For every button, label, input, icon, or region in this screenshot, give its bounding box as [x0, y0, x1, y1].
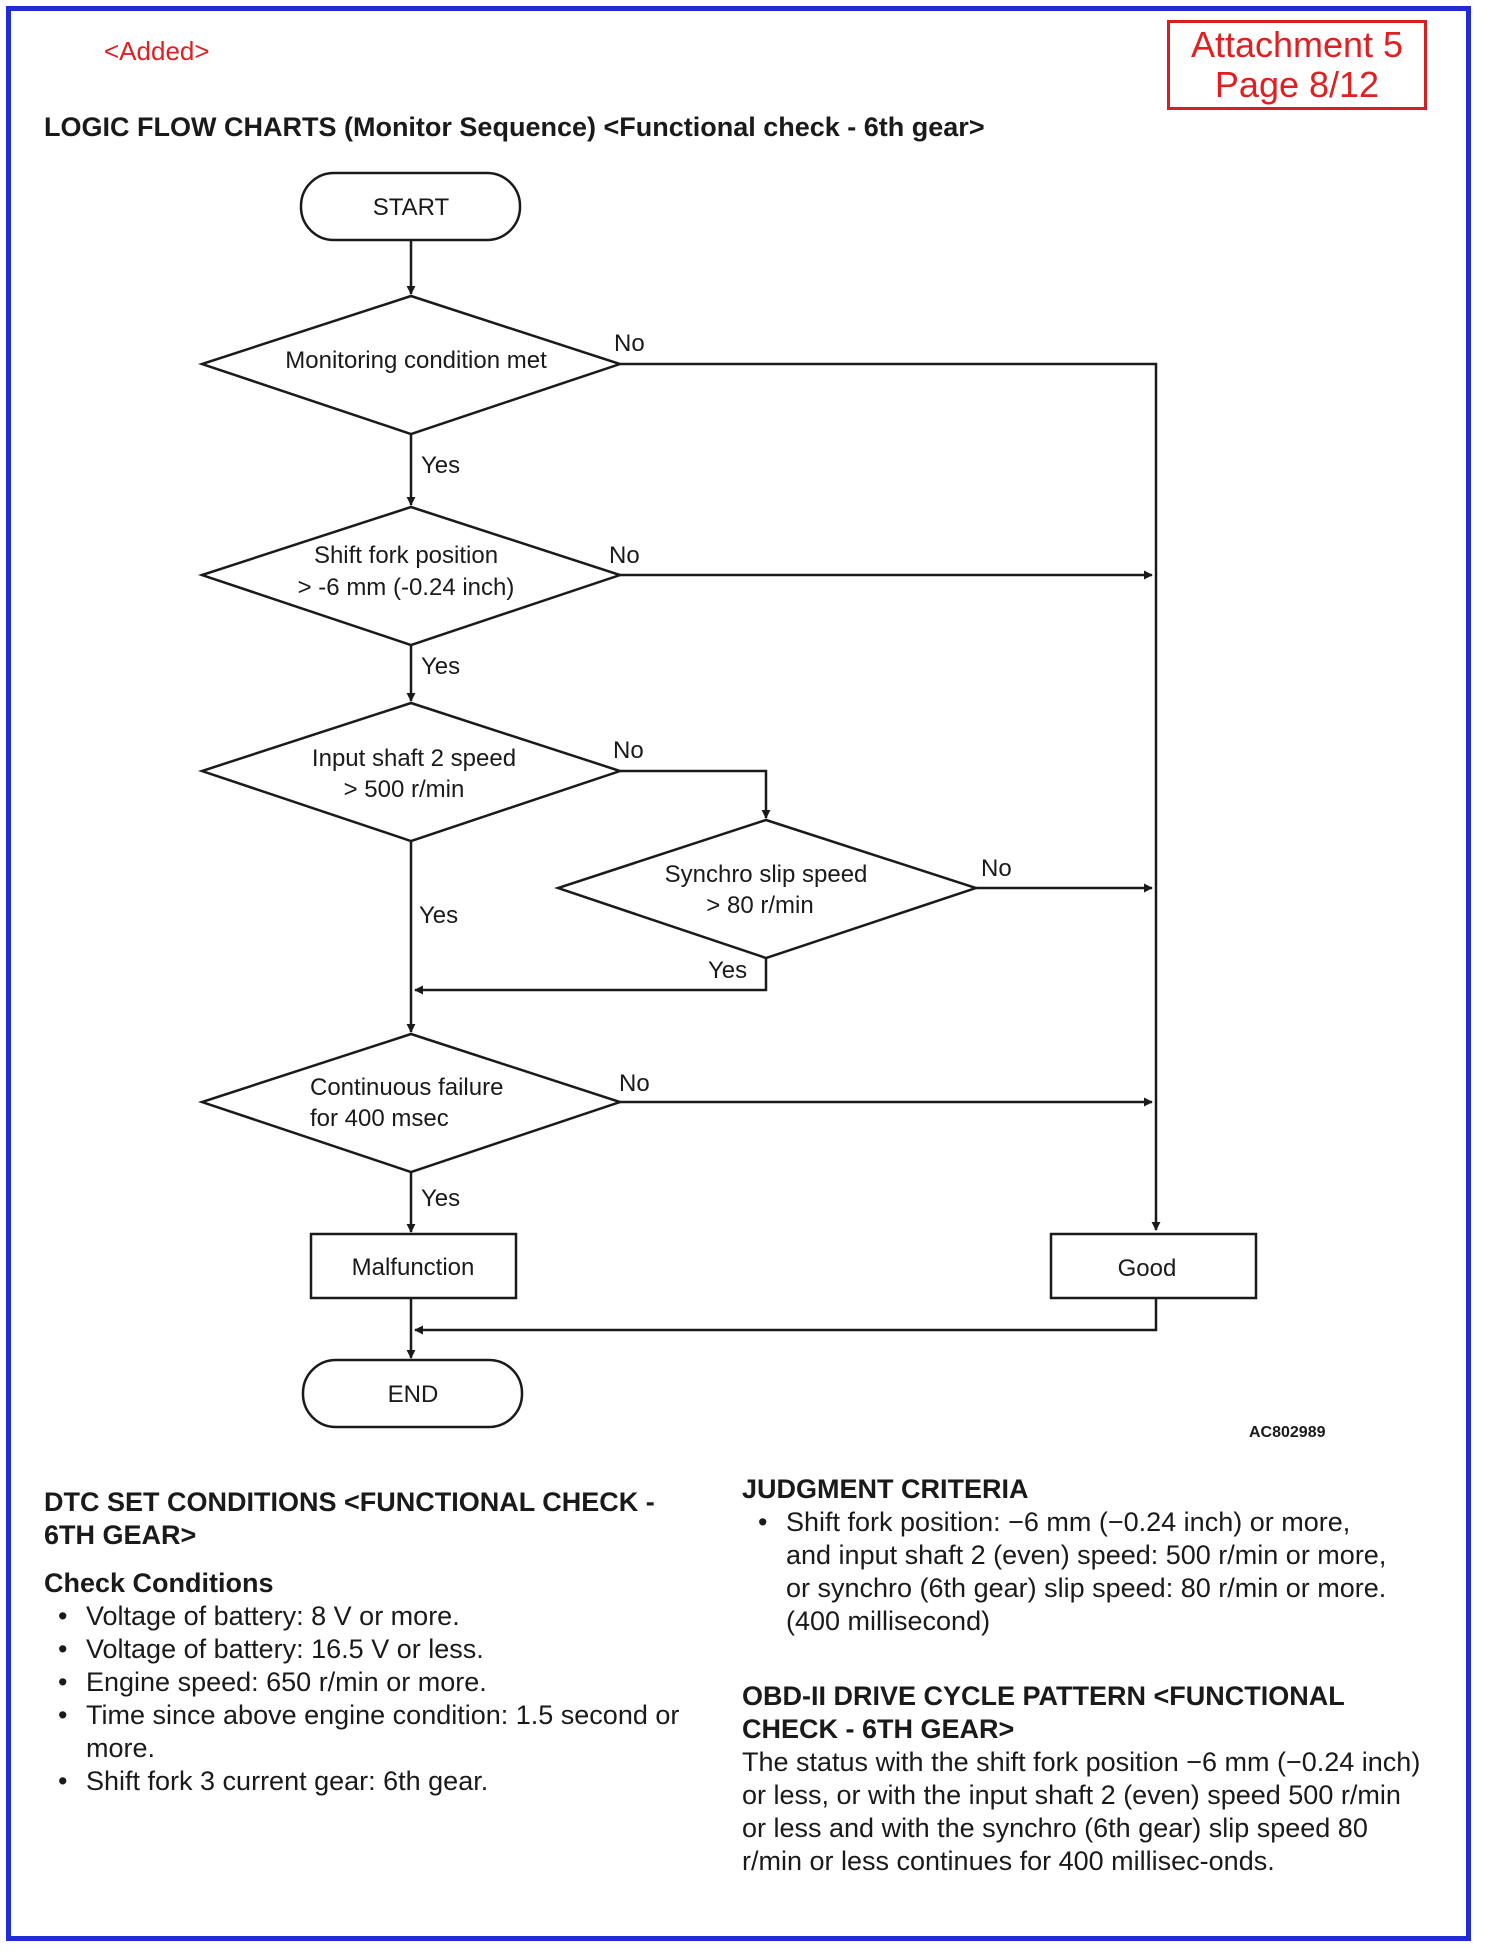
attachment-box: Attachment 5 Page 8/12 — [1167, 20, 1427, 110]
decision-1-text: Monitoring condition met — [285, 347, 547, 374]
no-label-d2: No — [609, 542, 640, 569]
check-conditions-list: Voltage of battery: 8 V or more. Voltage… — [44, 1600, 724, 1798]
judgment-section: JUDGMENT CRITERIA Shift fork position: −… — [742, 1473, 1402, 1638]
connector-d1-good — [620, 362, 1161, 1231]
end-label: END — [388, 1381, 439, 1408]
good-label: Good — [1118, 1255, 1177, 1282]
list-item: Voltage of battery: 8 V or more. — [44, 1600, 724, 1633]
decision-5-text-line2: for 400 msec — [310, 1105, 449, 1132]
decision-2-text-line2: > -6 mm (-0.24 inch) — [298, 574, 515, 601]
obd-heading-line2: CHECK - 6TH GEAR> — [742, 1714, 1015, 1744]
decision-3-text-line1: Input shaft 2 speed — [312, 745, 516, 772]
obd-text: The status with the shift fork position … — [742, 1747, 1421, 1876]
good-box — [1049, 1232, 1258, 1300]
decision-shift-fork-position — [198, 505, 624, 647]
yes-label-d5: Yes — [421, 1185, 460, 1212]
attachment-label: Attachment 5 — [1190, 24, 1404, 65]
decision-continuous-failure — [198, 1032, 624, 1174]
page-label: Page 8/12 — [1214, 64, 1380, 105]
judgment-heading: JUDGMENT CRITERIA — [742, 1474, 1029, 1504]
flowchart-title: LOGIC FLOW CHARTS (Monitor Sequence) <Fu… — [44, 112, 985, 142]
no-label-d3: No — [613, 737, 644, 764]
list-item: Shift fork 3 current gear: 6th gear. — [44, 1765, 724, 1798]
decision-synchro-slip-speed — [554, 818, 981, 960]
yes-label-d1: Yes — [421, 452, 460, 479]
decision-5-text-line1: Continuous failure — [310, 1074, 503, 1101]
no-label-d5: No — [619, 1070, 650, 1097]
judgment-list: Shift fork position: −6 mm (−0.24 inch) … — [742, 1506, 1402, 1638]
decision-4-text-line2: > 80 r/min — [706, 892, 813, 919]
list-item: Shift fork position: −6 mm (−0.24 inch) … — [742, 1506, 1402, 1638]
figure-code: AC802989 — [1249, 1424, 1326, 1441]
obd-section: OBD-II DRIVE CYCLE PATTERN <FUNCTIONAL C… — [742, 1680, 1422, 1878]
obd-heading-line1: OBD-II DRIVE CYCLE PATTERN <FUNCTIONAL — [742, 1681, 1345, 1711]
yes-label-d4: Yes — [708, 957, 747, 984]
connector-good-end — [414, 1298, 1158, 1335]
yes-label-d3: Yes — [419, 902, 458, 929]
page-frame — [6, 6, 1471, 1941]
dtc-heading-line2: 6TH GEAR> — [44, 1520, 197, 1550]
list-item: Voltage of battery: 16.5 V or less. — [44, 1633, 724, 1666]
connector-d4-yes — [414, 958, 768, 995]
decision-4-text-line1: Synchro slip speed — [665, 861, 868, 888]
dtc-section: DTC SET CONDITIONS <FUNCTIONAL CHECK - 6… — [44, 1486, 724, 1798]
list-item: Time since above engine condition: 1.5 s… — [44, 1699, 686, 1765]
dtc-heading-line1: DTC SET CONDITIONS <FUNCTIONAL CHECK - — [44, 1487, 655, 1517]
decision-2-text-line1: Shift fork position — [314, 542, 498, 569]
malfunction-box — [309, 1232, 518, 1300]
logic-flowchart: START Monitoring condition met Shift for… — [198, 171, 1326, 1441]
no-label-d4: No — [981, 855, 1012, 882]
decision-3-text-line2: > 500 r/min — [344, 776, 465, 803]
start-label: START — [373, 194, 450, 221]
end-terminal — [301, 1358, 524, 1429]
start-terminal — [299, 171, 522, 242]
yes-label-d2: Yes — [421, 653, 460, 680]
list-item: Engine speed: 650 r/min or more. — [44, 1666, 724, 1699]
check-conditions-heading: Check Conditions — [44, 1568, 274, 1598]
decision-monitoring-condition — [198, 294, 624, 436]
added-annotation: <Added> — [104, 36, 210, 66]
no-label-d1: No — [614, 330, 645, 357]
connector-d3-no — [620, 769, 771, 819]
malfunction-label: Malfunction — [352, 1254, 475, 1281]
decision-input-shaft-speed — [198, 701, 624, 843]
